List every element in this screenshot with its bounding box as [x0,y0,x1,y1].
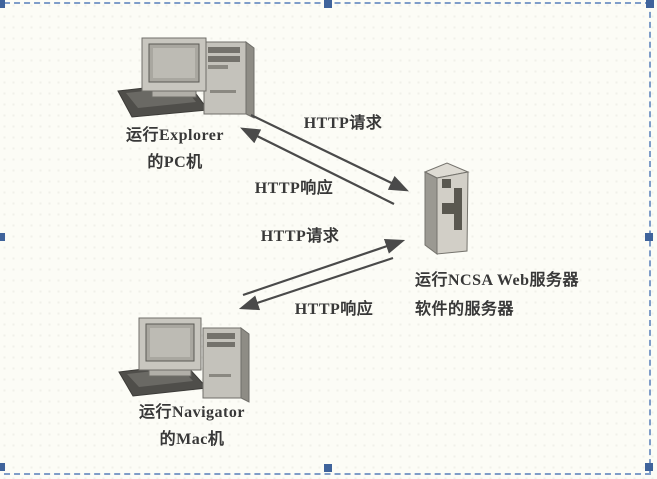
arrow-http-response-server-to-pc [240,127,395,205]
edge-label-http-response-1: HTTP响应 [254,180,334,197]
resize-handle-bottom-right[interactable] [645,463,653,471]
edge-label-http-request-2: HTTP请求 [260,228,340,245]
server-label-line2: 软件的服务器 [415,301,515,318]
mac-client-label-line2: 的Mac机 [159,431,225,448]
arrow-http-response-server-to-mac [238,256,394,311]
edge-label-http-request-1: HTTP请求 [303,115,383,132]
mac-computer-icon[interactable] [118,317,250,403]
resize-handle-middle-left[interactable] [0,233,5,241]
server-label-line1: 运行NCSA Web服务器 [415,272,580,289]
resize-handle-top-left[interactable] [0,0,5,8]
server-tower-icon[interactable] [423,162,470,255]
server-label: 运行NCSA Web服务器 软件的服务器 [415,266,579,324]
mac-client-label-line1: 运行Navigator [139,404,245,421]
pc-computer-icon[interactable] [117,37,255,119]
arrow-http-request-mac-to-server [242,239,406,297]
image-selection-border[interactable] [0,2,651,475]
arrow-http-request-pc-to-server [250,114,409,192]
mac-client-label: 运行Navigator 的Mac机 [117,399,267,453]
resize-handle-bottom-left[interactable] [0,463,5,471]
pc-client-label-line2: 的PC机 [147,154,203,171]
pc-client-label-line1: 运行Explorer [125,127,225,144]
resize-handle-top-middle[interactable] [324,0,332,8]
resize-handle-top-right[interactable] [646,0,654,8]
edge-label-http-response-2: HTTP响应 [294,301,374,318]
resize-handle-bottom-middle[interactable] [324,464,332,472]
resize-handle-middle-right[interactable] [645,233,653,241]
pc-client-label: 运行Explorer 的PC机 [100,122,250,176]
